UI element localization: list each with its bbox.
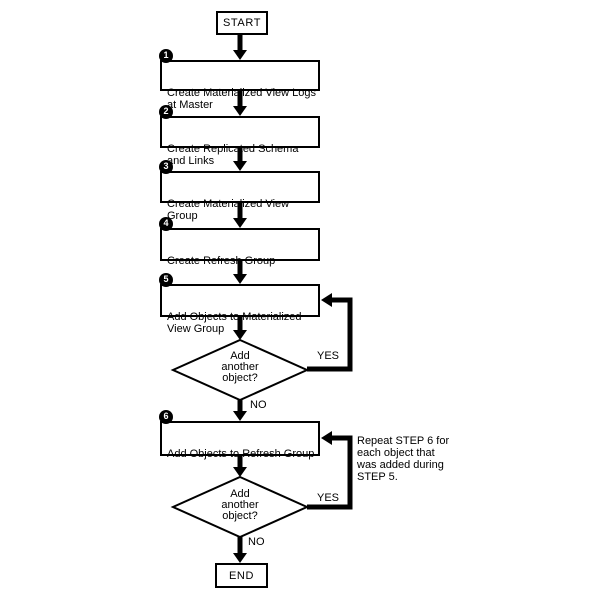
step-4-number-badge: 4 — [159, 217, 173, 231]
arrow-decision2-no-to-end — [233, 537, 247, 563]
step-4-label: Create Refresh Group — [167, 255, 276, 267]
decision-2-yes-label: YES — [317, 492, 340, 504]
decision-2-no-label: NO — [248, 536, 265, 548]
step-box-1: 1 Create Materialized View Logs at Maste… — [159, 49, 320, 110]
yes-loop-arrow-1 — [307, 293, 353, 372]
repeat-step6-note: Repeat STEP 6 for each object that was a… — [357, 435, 450, 483]
step-1-label: Create Materialized View Logs at Master — [167, 87, 316, 111]
step-box-4: 4 Create Refresh Group — [159, 217, 320, 267]
end-label: END — [228, 569, 255, 582]
step-2-label: Create Replicated Schema and Links — [167, 143, 299, 167]
step-5-label: Add Objects to Materialized View Group — [167, 311, 302, 335]
yes-loop-arrow-2 — [307, 431, 353, 510]
decision-1-text: Add another object? — [221, 350, 259, 384]
arrow-start-to-step1 — [233, 35, 247, 60]
step-2-number-badge: 2 — [159, 105, 173, 119]
arrow-decision1-no-to-step6 — [233, 400, 247, 421]
step-3-number-badge: 3 — [159, 160, 173, 174]
decision-1-yes-label: YES — [317, 350, 340, 362]
arrow-step3-to-step4 — [233, 203, 247, 228]
arrow-step4-to-step5 — [233, 261, 247, 284]
arrow-step6-to-decision2 — [233, 456, 247, 477]
step-box-3: 3 Create Materialized View Group — [159, 160, 320, 221]
decision-diamond-2 — [170, 475, 310, 539]
step-6-label: Add Objects to Refresh Group — [167, 448, 315, 460]
start-node: START — [216, 11, 268, 35]
arrow-step1-to-step2 — [233, 91, 247, 116]
decision-diamond-1 — [170, 338, 310, 402]
arrow-step5-to-decision1 — [233, 317, 247, 340]
end-node: END — [215, 563, 268, 588]
arrow-step2-to-step3 — [233, 148, 247, 171]
decision-1-no-label: NO — [250, 399, 267, 411]
step-5-number-badge: 5 — [159, 273, 173, 287]
step-3-label: Create Materialized View Group — [167, 198, 290, 222]
step-box-2: 2 Create Replicated Schema and Links — [159, 105, 320, 166]
start-label: START — [222, 17, 262, 29]
step-box-5: 5 Add Objects to Materialized View Group — [159, 273, 320, 334]
decision-2-text: Add another object? — [221, 488, 259, 522]
step-box-6: 6 Add Objects to Refresh Group — [159, 410, 320, 460]
step-6-number-badge: 6 — [159, 410, 173, 424]
step-1-number-badge: 1 — [159, 49, 173, 63]
